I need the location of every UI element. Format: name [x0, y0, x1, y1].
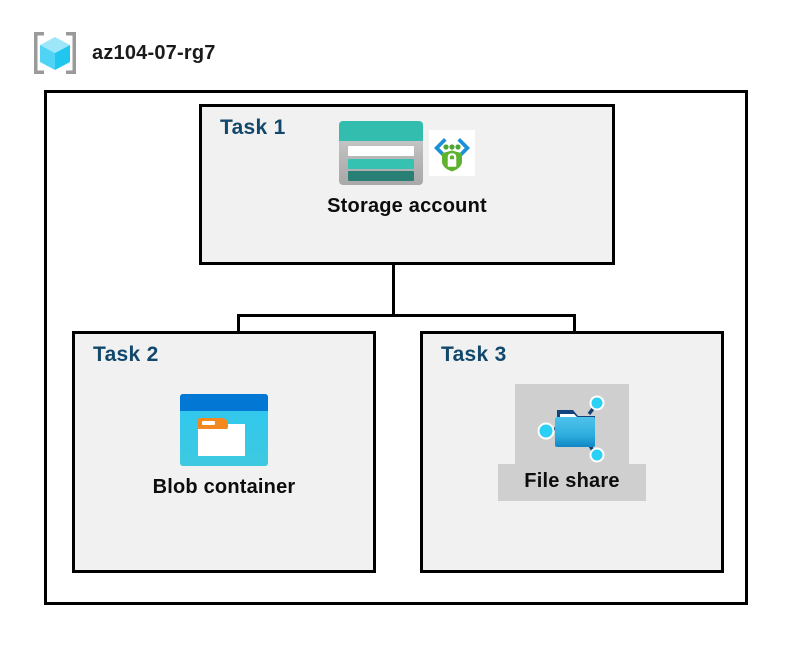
resource-group-cube-icon: [30, 28, 80, 78]
file-share-icon: [533, 392, 611, 464]
file-share-label: File share: [498, 464, 646, 501]
blob-container-icon: [180, 394, 268, 466]
task-2-label: Task 2: [93, 343, 159, 366]
storage-account-node[interactable]: Storage account: [202, 121, 612, 218]
connector-storage-trunk: [392, 265, 395, 316]
task-box-1[interactable]: Task 1: [199, 104, 615, 265]
task-box-3[interactable]: Task 3: [420, 331, 724, 573]
storage-account-icon: [339, 121, 423, 185]
storage-account-icon-group: [339, 121, 475, 185]
private-link-secure-icon: [429, 130, 475, 176]
file-share-icon-group: [515, 384, 629, 464]
task-1-label: Task 1: [220, 116, 286, 139]
file-share-node[interactable]: File share: [423, 384, 721, 501]
resource-group-name: az104-07-rg7: [92, 41, 216, 64]
storage-account-label: Storage account: [327, 195, 487, 217]
task-box-2[interactable]: Task 2 Blob container: [72, 331, 376, 573]
task-3-label: Task 3: [441, 343, 507, 366]
resource-group-header: az104-07-rg7: [30, 28, 330, 78]
blob-container-label: Blob container: [152, 476, 296, 498]
blob-container-icon-group: [180, 394, 268, 466]
blob-container-node[interactable]: Blob container: [75, 394, 373, 499]
connector-horizontal-bus: [237, 314, 576, 317]
